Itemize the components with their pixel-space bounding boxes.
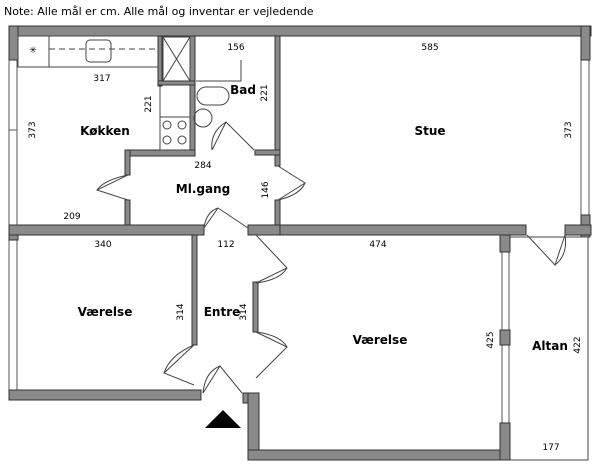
basin-icon <box>193 108 213 128</box>
dim-bedroom-2-width: 474 <box>369 240 386 250</box>
plan-note: Note: Alle mål er cm. Alle mål og invent… <box>4 5 314 18</box>
dim-living-width: 585 <box>421 43 438 53</box>
bath-fixtures <box>193 60 242 128</box>
room-label-kitchen: Køkken <box>80 124 130 138</box>
room-label-bedroom-1: Værelse <box>78 305 133 319</box>
dim-entry-width: 112 <box>217 240 234 250</box>
stove-icon <box>159 116 191 151</box>
doors <box>95 121 566 394</box>
dim-bedroom-2-depth: 425 <box>486 331 496 348</box>
dim-kitchen-depth: 373 <box>28 121 38 138</box>
room-label-hall: Ml.gang <box>176 182 230 196</box>
shower-icon <box>157 35 196 87</box>
dim-bath-width: 156 <box>227 43 244 53</box>
dim-bedroom-1-depth: 314 <box>176 303 186 320</box>
dim-kitchen-bottom: 209 <box>63 212 80 222</box>
dim-bedroom-1-width: 340 <box>94 240 111 250</box>
dim-balcony-depth: 422 <box>573 336 583 353</box>
sink-icon <box>85 39 112 63</box>
dim-bath-depth: 221 <box>260 84 270 101</box>
balcony-outline <box>510 236 589 461</box>
hood-icon: ✳ <box>29 46 37 56</box>
room-label-balcony: Altan <box>532 339 568 353</box>
dim-kitchen-counter: 221 <box>144 95 154 112</box>
dim-balcony-width: 177 <box>542 443 559 453</box>
toilet-icon <box>196 86 230 106</box>
room-label-living: Stue <box>414 124 445 138</box>
entrance-arrow-icon <box>205 410 241 428</box>
room-label-bedroom-2: Værelse <box>353 333 408 347</box>
dim-hall-depth: 146 <box>261 181 271 198</box>
dim-living-depth: 373 <box>564 121 574 138</box>
room-label-bath: Bad <box>230 83 256 97</box>
walls <box>8 25 592 461</box>
dim-entry-depth: 314 <box>239 303 249 320</box>
dim-kitchen-width: 317 <box>93 74 110 84</box>
room-label-entry: Entre <box>204 305 241 319</box>
dim-hall-width: 284 <box>194 161 211 171</box>
